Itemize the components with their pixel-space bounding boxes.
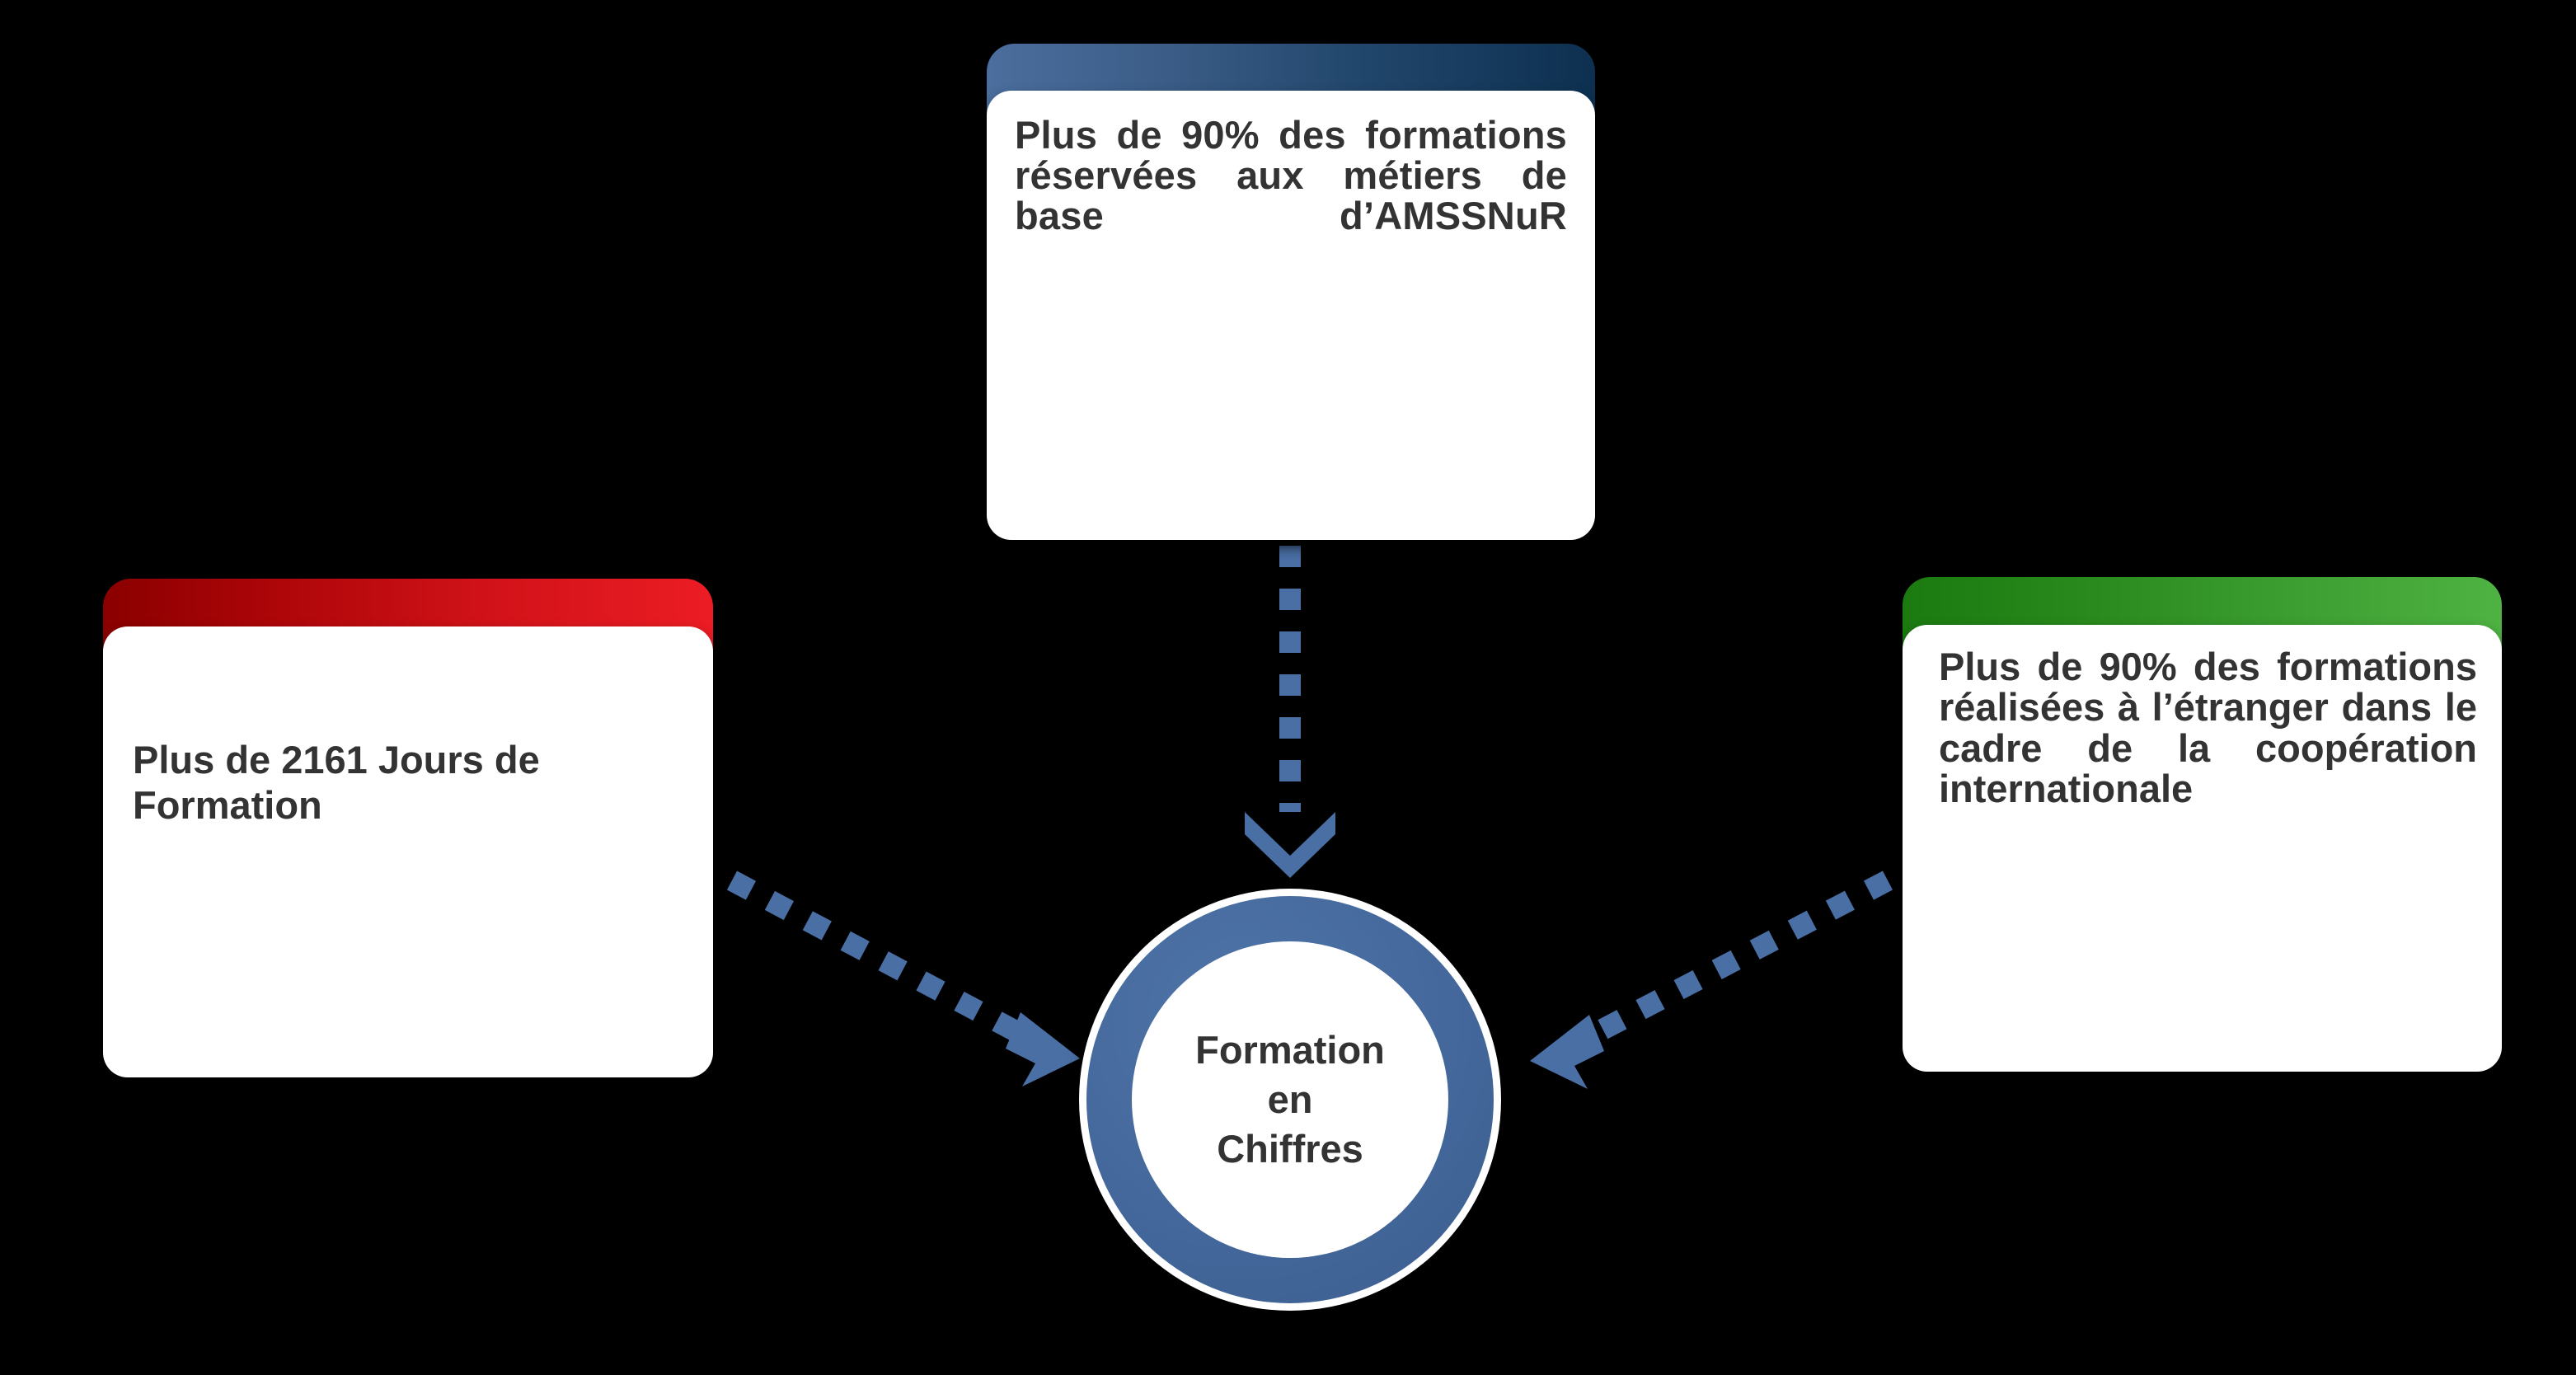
arrow-left-to-hub <box>726 871 1080 1086</box>
node-top-text: Plus de 90% des formations réservées aux… <box>1015 113 1567 237</box>
node-card-left[interactable]: Plus de 2161 Jours de Formation <box>103 579 713 1077</box>
arrow-top-head <box>1245 812 1335 878</box>
node-top-body: Plus de 90% des formations réservées aux… <box>987 91 1595 540</box>
node-right-body: Plus de 90% des formations réalisées à l… <box>1903 625 2502 1072</box>
node-left-body: Plus de 2161 Jours de Formation <box>103 626 713 1077</box>
node-card-right[interactable]: Plus de 90% des formations réalisées à l… <box>1903 577 2502 1072</box>
node-right-text: Plus de 90% des formations réalisées à l… <box>1939 645 2477 811</box>
arrow-left-shaft <box>726 871 1051 1057</box>
arrow-top-to-hub <box>1245 546 1335 878</box>
hub-inner-disc: Formation en Chiffres <box>1132 941 1448 1258</box>
node-left-text: Plus de 2161 Jours de Formation <box>133 738 540 828</box>
hub-ring: Formation en Chiffres <box>1086 896 1494 1303</box>
arrow-right-head <box>1530 1015 1604 1089</box>
arrow-right-to-hub <box>1530 871 1893 1089</box>
arrow-left-head <box>1006 1012 1080 1086</box>
hub-circle[interactable]: Formation en Chiffres <box>1079 889 1501 1311</box>
node-card-top[interactable]: Plus de 90% des formations réservées aux… <box>987 44 1595 540</box>
arrow-right-shaft <box>1559 871 1893 1059</box>
hub-label: Formation en Chiffres <box>1195 1027 1385 1171</box>
